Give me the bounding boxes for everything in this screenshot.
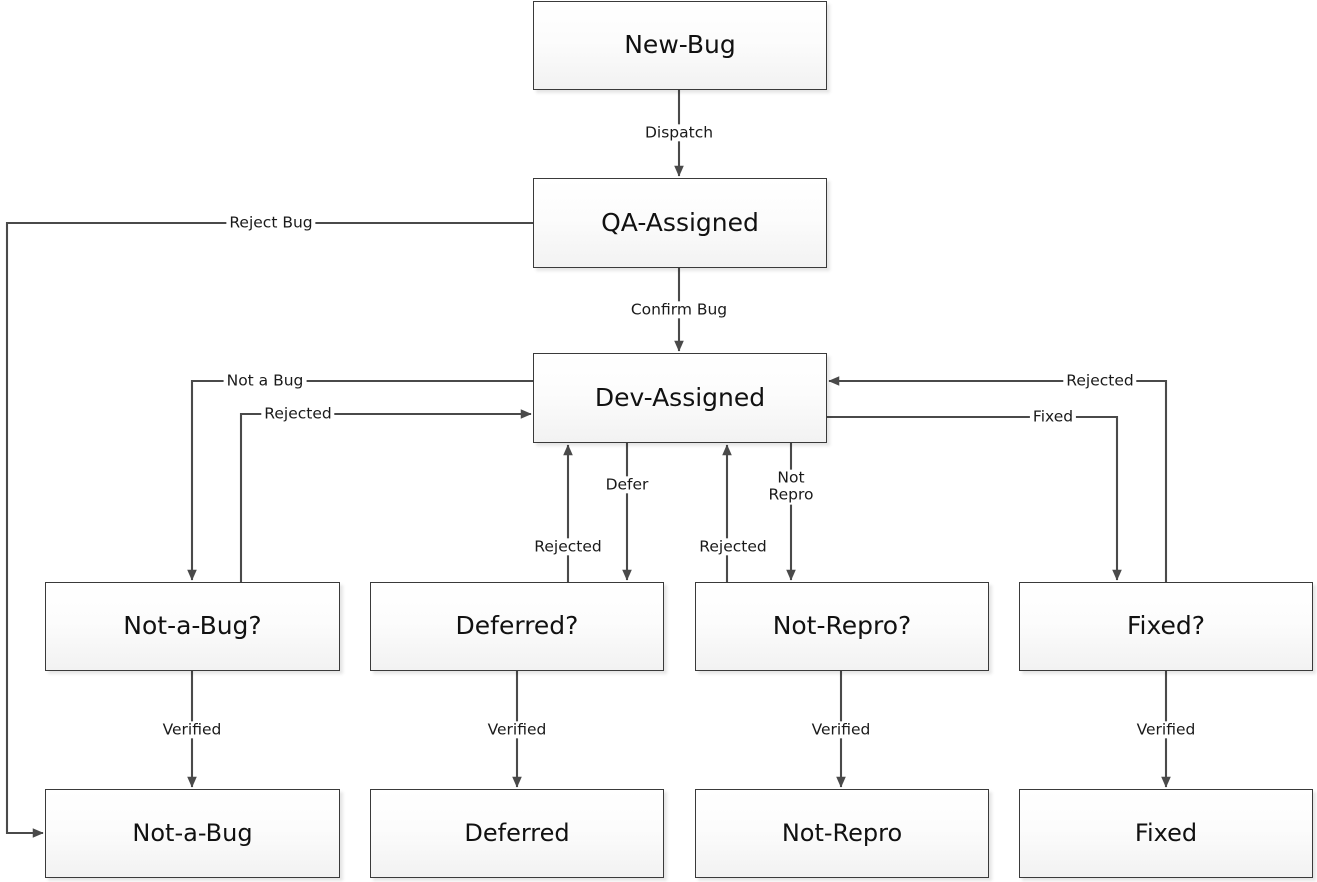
node-new-bug[interactable]: New-Bug bbox=[533, 1, 827, 90]
node-deferred[interactable]: Deferred bbox=[370, 789, 664, 878]
edge-label-verified-fixed: Verified bbox=[1133, 720, 1199, 739]
node-not-repro-question-label: Not-Repro? bbox=[772, 611, 912, 641]
node-not-a-bug-question-label: Not-a-Bug? bbox=[123, 611, 262, 641]
edge-reject-bug bbox=[5, 221, 533, 838]
node-not-a-bug-question[interactable]: Not-a-Bug? bbox=[45, 582, 340, 671]
edge-label-not-repro: Not Repro bbox=[760, 469, 822, 505]
edge-label-confirm-bug: Confirm Bug bbox=[627, 300, 731, 319]
edge-label-dispatch: Dispatch bbox=[641, 123, 717, 142]
edge-label-verified-not-a-bug: Verified bbox=[159, 720, 225, 739]
edge-label-reject-bug: Reject Bug bbox=[226, 213, 316, 232]
node-fixed-question[interactable]: Fixed? bbox=[1019, 582, 1313, 671]
node-not-repro-label: Not-Repro bbox=[781, 818, 903, 847]
node-qa-assigned-label: QA-Assigned bbox=[601, 207, 759, 237]
node-dev-assigned[interactable]: Dev-Assigned bbox=[533, 353, 827, 443]
edge-label-rejected-deferred: Rejected bbox=[531, 537, 605, 556]
node-fixed[interactable]: Fixed bbox=[1019, 789, 1313, 878]
node-new-bug-label: New-Bug bbox=[624, 30, 736, 60]
node-fixed-label: Fixed bbox=[1134, 818, 1198, 847]
edge-label-rejected-fixed: Rejected bbox=[1063, 371, 1137, 390]
node-dev-assigned-label: Dev-Assigned bbox=[594, 382, 766, 412]
node-deferred-question-label: Deferred? bbox=[455, 611, 579, 641]
edge-rejected-fixed bbox=[828, 376, 1168, 582]
edge-label-rejected-not-a-bug: Rejected bbox=[261, 404, 335, 423]
node-not-a-bug-label: Not-a-Bug bbox=[132, 818, 253, 847]
node-fixed-question-label: Fixed? bbox=[1126, 611, 1206, 641]
edge-rejected-not-a-bug bbox=[239, 409, 532, 582]
node-deferred-question[interactable]: Deferred? bbox=[370, 582, 664, 671]
node-qa-assigned[interactable]: QA-Assigned bbox=[533, 178, 827, 268]
edge-not-a-bug bbox=[187, 379, 533, 581]
node-not-a-bug[interactable]: Not-a-Bug bbox=[45, 789, 340, 878]
node-deferred-label: Deferred bbox=[464, 818, 570, 847]
edge-label-verified-deferred: Verified bbox=[484, 720, 550, 739]
edge-label-defer: Defer bbox=[602, 475, 652, 494]
edge-label-not-a-bug: Not a Bug bbox=[223, 371, 307, 390]
edge-label-verified-not-repro: Verified bbox=[808, 720, 874, 739]
edge-label-fixed: Fixed bbox=[1029, 407, 1077, 426]
edge-fixed bbox=[827, 415, 1122, 581]
node-not-repro-question[interactable]: Not-Repro? bbox=[695, 582, 989, 671]
edge-label-rejected-not-repro: Rejected bbox=[696, 537, 770, 556]
node-not-repro[interactable]: Not-Repro bbox=[695, 789, 989, 878]
